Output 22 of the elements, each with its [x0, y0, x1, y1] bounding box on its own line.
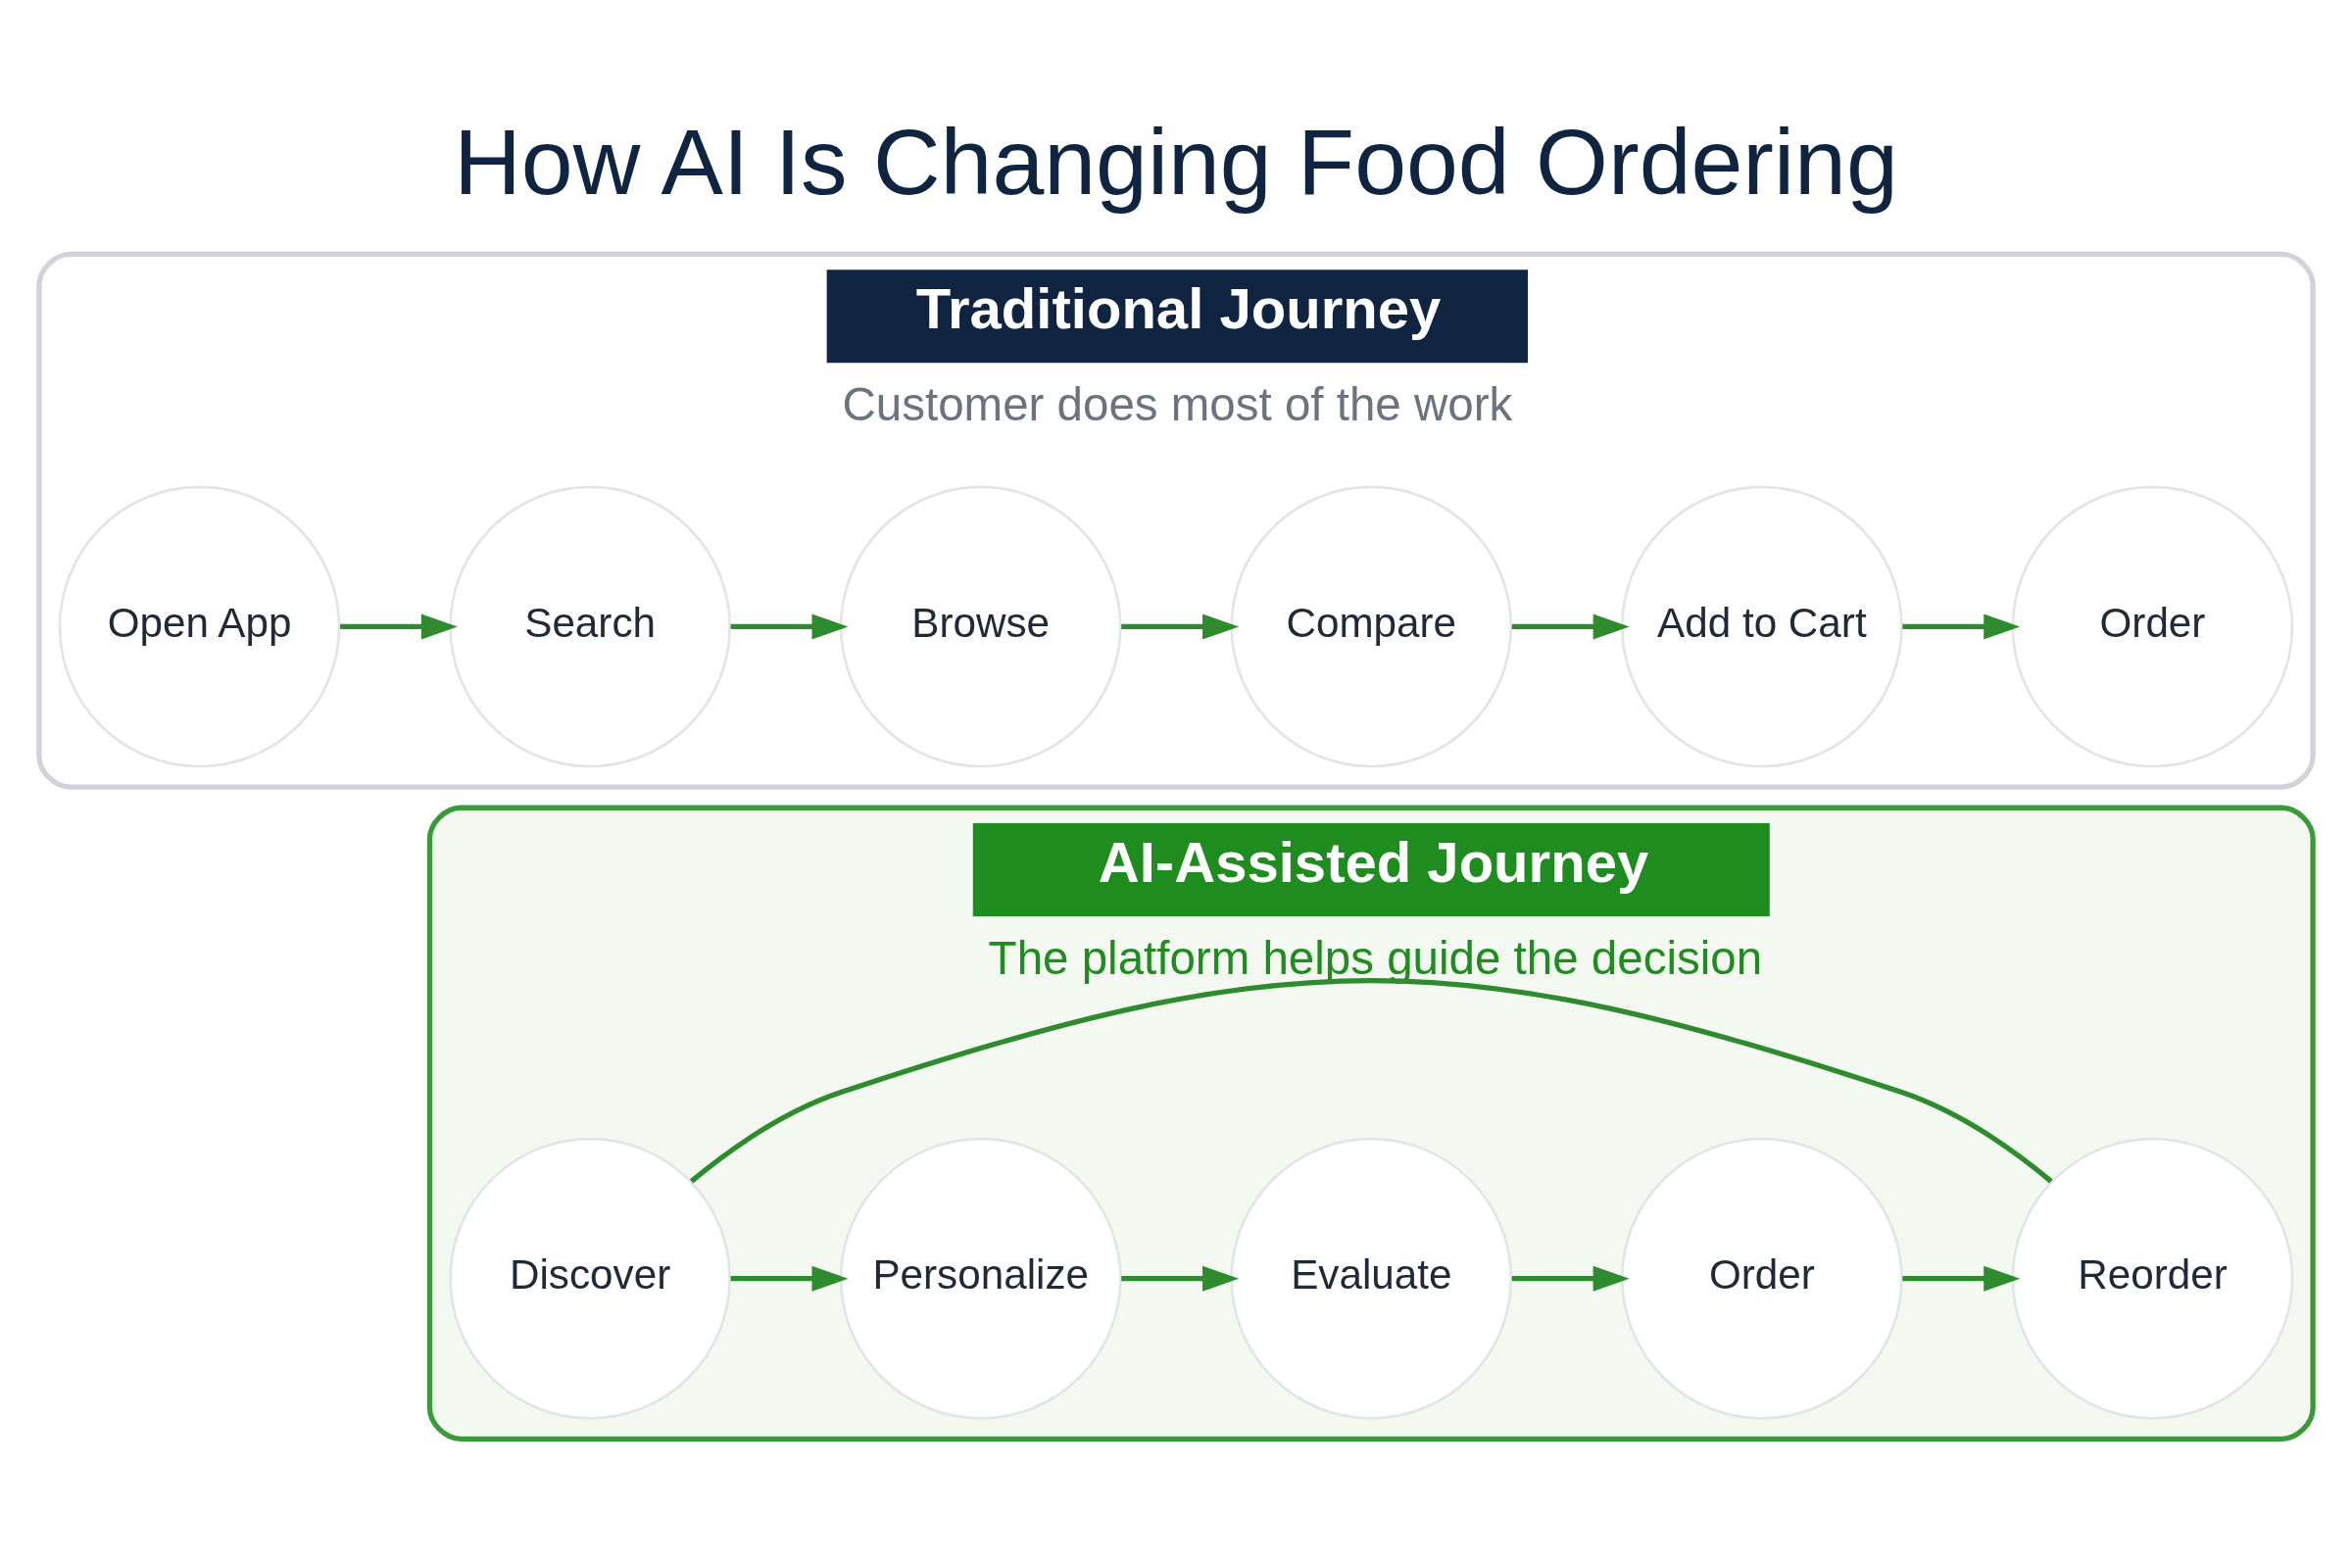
arrow — [1902, 613, 2021, 639]
node-circle: Order — [2011, 485, 2294, 767]
node-circle: Discover — [449, 1137, 731, 1420]
arrow — [1121, 613, 1240, 639]
node-circle: Personalize — [839, 1137, 1122, 1420]
arrow — [1511, 613, 1630, 639]
node-circle: Search — [449, 485, 731, 767]
arrow — [730, 613, 849, 639]
node-circle: Open App — [58, 485, 341, 767]
node-circle: Reorder — [2011, 1137, 2294, 1420]
diagram-title: How AI Is Changing Food Ordering — [454, 109, 1898, 214]
node-circle: Order — [1621, 1137, 1903, 1420]
arrow — [1511, 1265, 1630, 1292]
arrow — [1121, 1265, 1240, 1292]
node-circle: Compare — [1230, 485, 1513, 767]
connector — [689, 977, 2053, 1183]
arrow — [1902, 1265, 2021, 1292]
node-circle: Evaluate — [1230, 1137, 1513, 1420]
node-circle: Browse — [839, 485, 1122, 767]
arrow — [730, 1265, 849, 1292]
arrow — [340, 613, 458, 639]
node-circle: Add to Cart — [1621, 485, 1903, 767]
